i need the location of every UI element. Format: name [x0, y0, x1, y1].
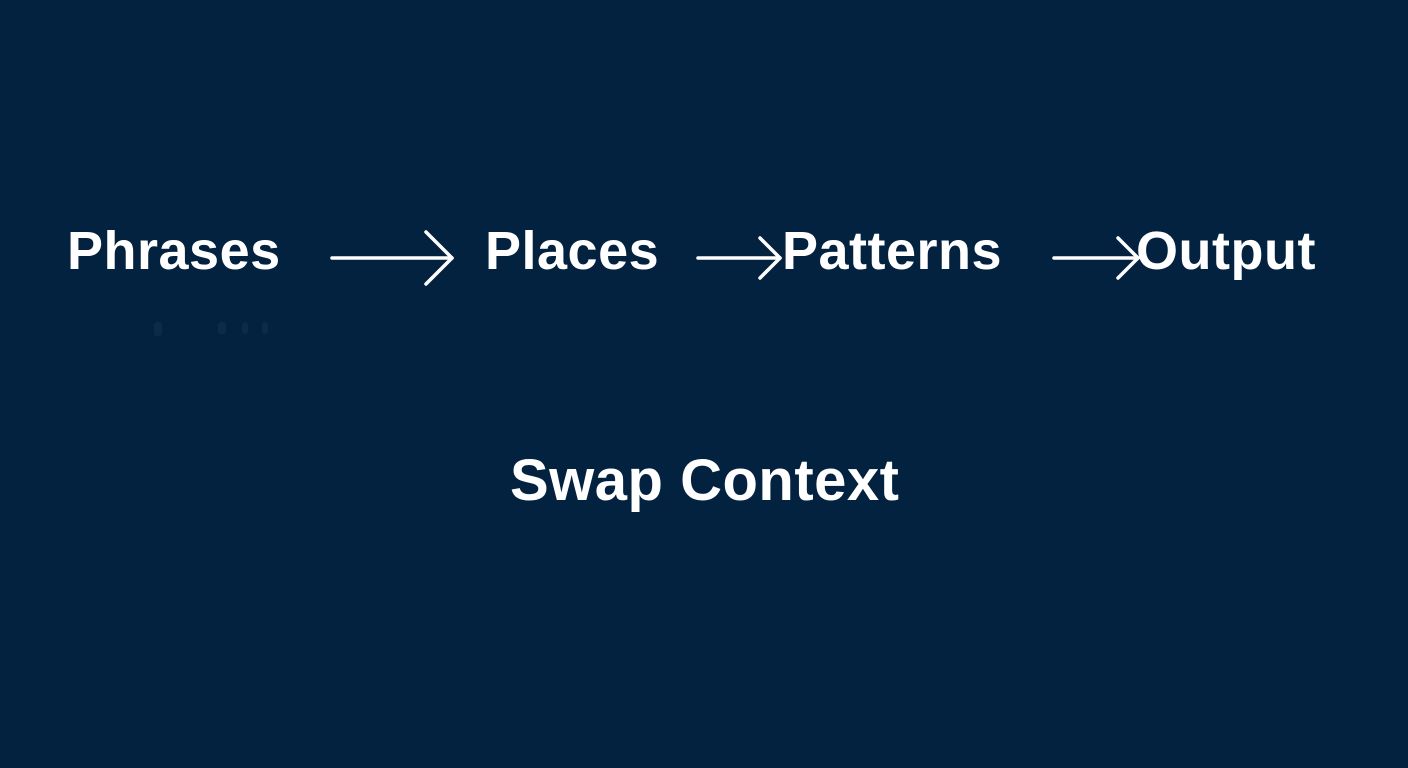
arrow-icon-patterns-to-output: [1052, 236, 1140, 280]
step-places: Places: [485, 221, 660, 281]
arrow-icon-phrases-to-places: [330, 230, 454, 286]
step-phrases: Phrases: [67, 221, 281, 281]
caption-swap-context: Swap Context: [510, 448, 900, 513]
step-output: Output: [1136, 221, 1316, 281]
faint-decoration: [150, 318, 290, 338]
step-patterns: Patterns: [782, 221, 1003, 281]
arrow-icon-places-to-patterns: [696, 236, 782, 280]
